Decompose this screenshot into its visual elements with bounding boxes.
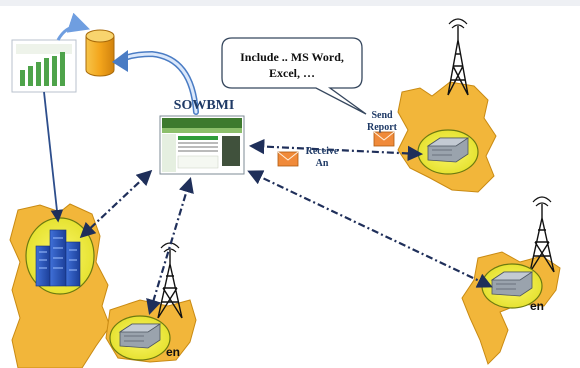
server-title: SOWBMI [174,98,235,113]
city-building-icon [35,229,81,287]
radio-tower-icon [529,196,555,273]
warehouse-icon [426,137,470,163]
speech-bubble-line1: Include .. MS Word, [240,50,344,64]
partial-label-right: en [530,299,544,313]
site-ellipse-top-right [417,129,479,175]
send-label-line2: Report [367,122,398,133]
envelope-icon [373,131,395,147]
document-chart-icon [11,39,77,93]
link-server-bottom [146,177,194,315]
server-webpage-icon [159,115,245,175]
site-ellipse-bottom-right [481,263,543,309]
link-doc-to-city [43,91,64,223]
warehouse-icon [118,323,162,349]
curved-upload-arrow-inner [118,52,198,114]
database-cylinder-icon [85,29,115,77]
link-server-bottom-right [247,170,493,288]
envelope-icon [277,151,299,167]
top-shadow [0,0,580,6]
send-label-line1: Send [371,110,393,121]
link-doc-to-database [56,12,90,41]
receive-label-line2: An [316,158,329,169]
warehouse-icon [490,271,534,297]
curved-upload-arrowhead [112,50,128,72]
speech-bubble-icon [221,37,367,115]
site-ellipse-left [25,217,95,295]
link-server-top-right [248,138,424,162]
partial-label-bottom: en [166,345,180,359]
speech-bubble-line2: Excel, … [269,66,315,80]
site-ellipse-bottom [109,315,171,361]
radio-tower-icon [447,18,469,96]
receive-label-line1: Receive [306,146,339,157]
link-server-city [79,169,153,239]
